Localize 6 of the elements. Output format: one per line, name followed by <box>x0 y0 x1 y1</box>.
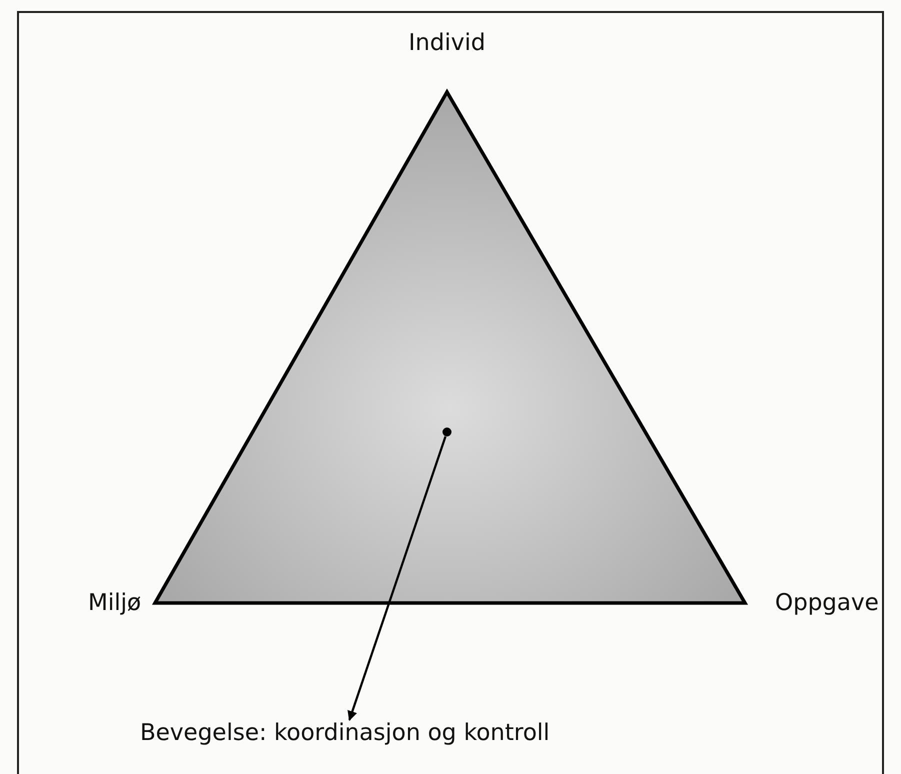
arrow <box>348 436 447 721</box>
vertex-label: Miljø <box>88 590 142 616</box>
dot <box>442 428 452 436</box>
vertex-label: Oppgave <box>775 590 879 616</box>
text-label: Bevegelse: koordinasjon og kontroll <box>140 720 550 746</box>
vertex-label: Individ <box>408 30 486 56</box>
